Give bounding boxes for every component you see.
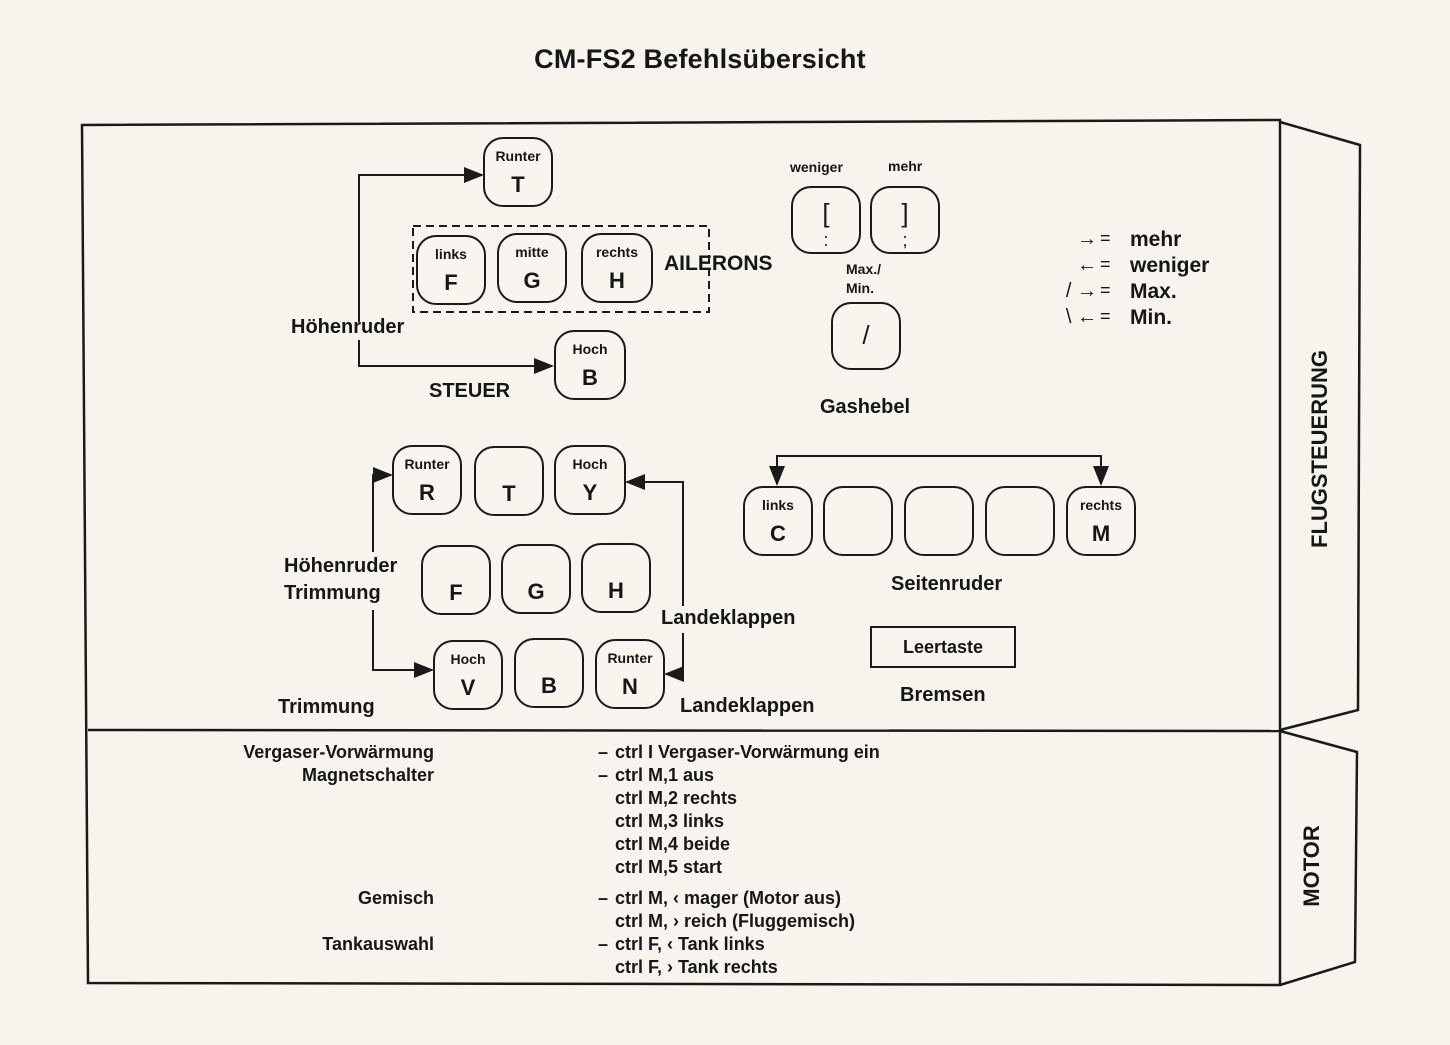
motor-row: ctrl M, › reich (Fluggemisch) [615,911,856,931]
motor-row: Tankauswahl–ctrl F, ‹ Tank links [322,934,765,954]
gas-weniger-label: weniger [790,159,843,175]
steuer-label: STEUER [429,380,511,402]
legend-item: ← = weniger [1042,254,1242,280]
key-f-trim: F [421,545,491,615]
motor-row: Magnetschalter–ctrl M,1 aus [301,765,715,785]
hoehenruder-label: Höhenruder [291,316,405,338]
key-c-links: links C [743,486,813,556]
key-t-trim: T [474,446,544,516]
page-title: CM-FS2 Befehlsübersicht [534,44,866,74]
key-r-runter: Runter R [392,445,462,515]
key-g-mitte: mitte G [497,233,567,303]
motor-commands: Vergaser-Vorwärmung–ctrl I Vergaser-Vorw… [0,742,1270,980]
key-b-hoch: Hoch B [554,330,626,400]
motor-row: Vergaser-Vorwärmung–ctrl I Vergaser-Vorw… [243,742,880,762]
flugsteuerung-side-label: FLUGSTEUERUNG [1307,350,1332,548]
motor-row: ctrl M,2 rechts [615,788,738,808]
key-bracket-close: ]; [870,186,940,254]
trimmung-label: Trimmung [278,696,375,718]
key-blank-1 [823,486,893,556]
motor-row: ctrl M,5 start [615,857,723,877]
key-leertaste: Leertaste [870,626,1016,668]
motor-row: ctrl M,3 links [615,811,725,831]
motor-row: Gemisch–ctrl M, ‹ mager (Motor aus) [357,888,842,908]
key-n-runter: Runter N [595,639,665,709]
key-slash: / [831,302,901,370]
arrow-right-icon: → [1077,228,1097,250]
key-t-runter: Runter T [483,137,553,207]
key-blank-2 [904,486,974,556]
key-bracket-open: [: [791,186,861,254]
gas-mehr-label: mehr [888,158,923,174]
slash-arrow-right-icon: / → [1065,280,1097,302]
motor-side-label: MOTOR [1299,825,1324,907]
key-v-hoch: Hoch V [433,640,503,710]
key-m-rechts: rechts M [1066,486,1136,556]
hoehenruder-trimmung-label-2: Trimmung [284,582,381,604]
gas-maxmin-label-2: Min. [846,280,874,296]
key-b-trim: B [514,638,584,708]
legend-item: → = mehr [1042,228,1242,254]
hoehenruder-trimmung-label: Höhenruder [284,555,398,577]
key-blank-3 [985,486,1055,556]
landeklappen-label-1: Landeklappen [661,607,796,629]
arrow-left-icon: ← [1077,254,1097,276]
arrow-legend: → = mehr ← = weniger / → = Max. \ ← = Mi… [1042,228,1242,332]
landeklappen-label-2: Landeklappen [680,695,815,717]
motor-row: ctrl M,4 beide [615,834,731,854]
ailerons-label: AILERONS [664,252,773,275]
key-y-hoch: Hoch Y [554,445,626,515]
seitenruder-label: Seitenruder [891,573,1003,595]
backslash-arrow-left-icon: \ ← [1065,306,1097,328]
key-g-trim: G [501,544,571,614]
legend-item: / → = Max. [1042,280,1242,306]
motor-row: ctrl F, › Tank rechts [615,957,778,977]
gashebel-label: Gashebel [820,396,911,418]
key-h-rechts: rechts H [581,233,653,303]
key-h-trim: H [581,543,651,613]
gas-maxmin-label: Max./ [846,261,882,277]
legend-item: \ ← = Min. [1042,306,1242,332]
bremsen-label: Bremsen [900,684,986,706]
key-f-links: links F [416,235,486,305]
